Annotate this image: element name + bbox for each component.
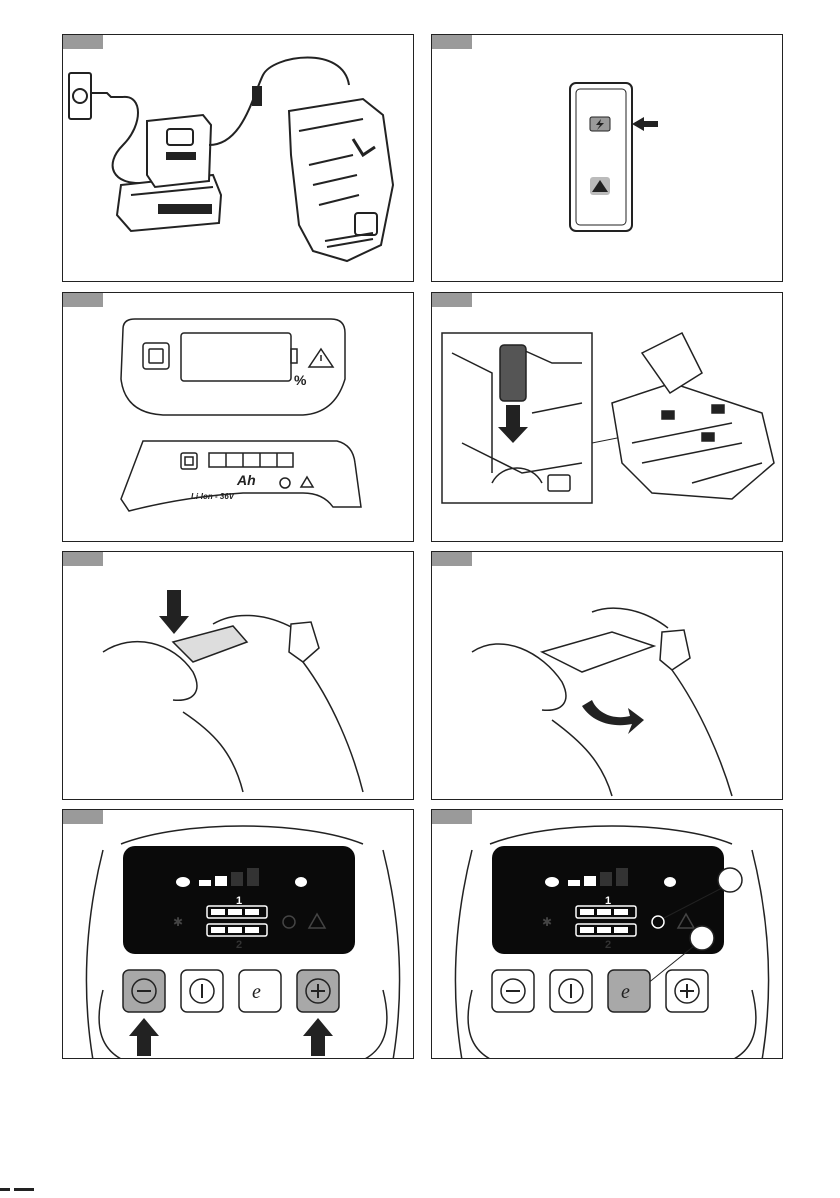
warning-icon xyxy=(590,177,610,195)
level-number-1: 1 xyxy=(605,895,611,907)
battery-display-illustration: % Ah Li-Ion - 36V xyxy=(63,293,414,542)
right-hand xyxy=(592,608,668,628)
handle-open-illustration xyxy=(432,552,783,800)
illustration-panel-3-battery-displays: % Ah Li-Ion - 36V xyxy=(62,292,414,542)
illustration-panel-8-eco-mode: 1 2 ✱ e xyxy=(431,809,783,1059)
turtle-icon xyxy=(545,877,559,887)
arrow-icon xyxy=(159,590,189,634)
plug-icon xyxy=(91,93,123,97)
control-panel-cover xyxy=(542,632,654,672)
cable-connector xyxy=(253,87,261,105)
indicator-illustration xyxy=(432,35,783,282)
level-number-2: 2 xyxy=(605,939,611,951)
turtle-icon xyxy=(176,877,190,887)
li-ion-label: Li-Ion - 36V xyxy=(191,492,235,501)
illustration-panel-1-charger-setup xyxy=(62,34,414,282)
eco-button-icon: e xyxy=(621,981,630,1003)
eco-button-icon: e xyxy=(252,981,261,1003)
battery-pack xyxy=(500,345,526,401)
right-hand xyxy=(213,615,293,628)
handle-press-illustration xyxy=(63,552,414,800)
arrow-icon xyxy=(582,700,644,734)
battery-pack xyxy=(147,115,211,187)
page-footer-marks xyxy=(0,1180,60,1192)
level-number-1: 1 xyxy=(236,895,242,907)
arrow-icon xyxy=(129,1018,159,1056)
charger-illustration xyxy=(63,35,414,282)
battery-insertion-illustration xyxy=(432,293,783,542)
illustration-panel-7-speed-buttons: 1 2 ✱ e xyxy=(62,809,414,1059)
rabbit-icon xyxy=(295,877,307,887)
illustration-panel-4-battery-insertion xyxy=(431,292,783,542)
mower-battery-bay xyxy=(612,383,774,499)
arrow-icon xyxy=(632,117,658,131)
illustration-panel-2-charge-indicator xyxy=(431,34,783,282)
button-row: e xyxy=(492,970,708,1012)
illustration-panel-5-handle-press xyxy=(62,551,414,800)
control-panel-cover xyxy=(173,626,247,662)
brand-label xyxy=(159,205,211,213)
illustration-panel-6-handle-open xyxy=(431,551,783,800)
control-panel-illustration: 1 2 ✱ e xyxy=(63,810,414,1059)
battery-charge-icon xyxy=(590,117,610,131)
arrow-icon xyxy=(303,1018,333,1056)
rabbit-icon xyxy=(664,877,676,887)
control-panel-eco-illustration: 1 2 ✱ e xyxy=(432,810,783,1059)
bluetooth-icon: ✱ xyxy=(173,915,183,929)
button-row: e xyxy=(123,970,339,1012)
level-number-2: 2 xyxy=(236,939,242,951)
percent-label: % xyxy=(294,372,307,388)
ah-label: Ah xyxy=(236,472,256,488)
bluetooth-icon: ✱ xyxy=(542,915,552,929)
